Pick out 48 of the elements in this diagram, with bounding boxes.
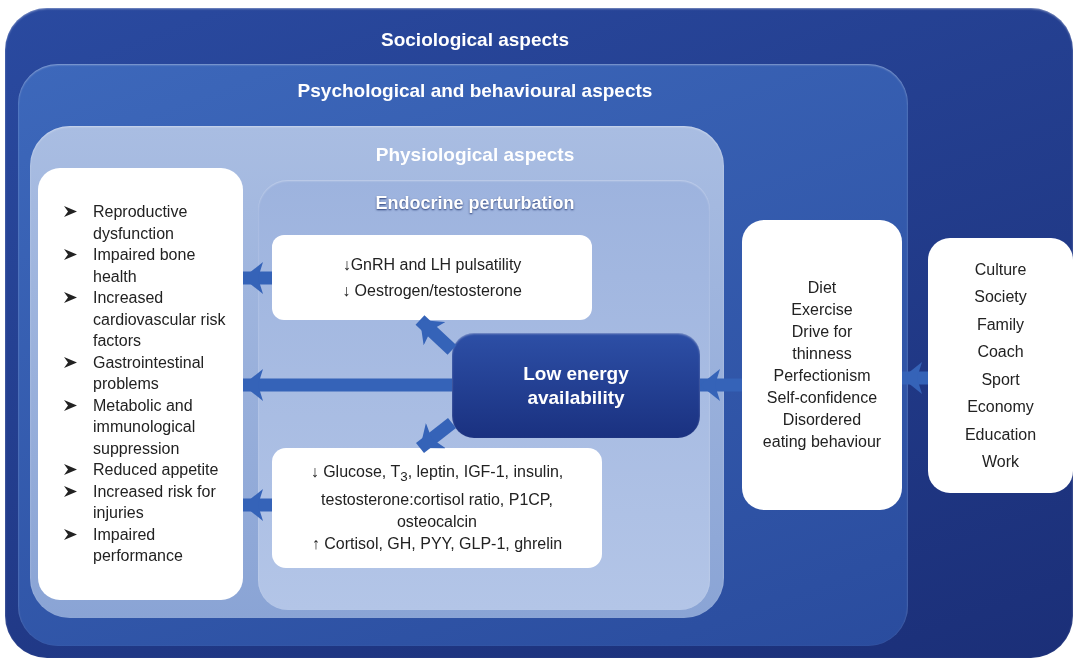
central-box xyxy=(452,333,700,438)
block-arrow xyxy=(700,369,742,401)
nested-panel xyxy=(18,64,908,646)
panel-title: Physiological aspects xyxy=(374,143,576,167)
block-arrow xyxy=(416,417,456,454)
list-item: Economy xyxy=(967,397,1034,417)
box-label: Low energy availability xyxy=(522,361,630,410)
list-item: Culture xyxy=(974,259,1027,280)
list-item: Work xyxy=(981,452,1019,472)
list-item: ↓ Oestrogen/testosterone xyxy=(342,280,522,301)
block-arrow xyxy=(243,262,272,294)
list-item: ↓ Glucose, T$_{3}$, leptin, IGF-1, insulin, testosterone:cortisol ratio, P1CP, osteocalcin xyxy=(309,462,565,532)
list-item: Increased cardiovascular risk factors xyxy=(93,288,227,352)
block-arrow xyxy=(415,315,457,355)
list-item: ↓GnRH and LH pulsatility xyxy=(342,254,522,275)
list-item: Impaired performance xyxy=(93,524,184,567)
text-box xyxy=(272,235,592,320)
block-arrow xyxy=(902,362,928,394)
list-item: Disordered eating behaviour xyxy=(761,410,883,452)
list-item: Society xyxy=(974,287,1027,307)
outer-panel xyxy=(5,8,1073,658)
block-arrow xyxy=(243,369,452,401)
list-item: Perfectionism xyxy=(773,366,871,386)
list-item: Family xyxy=(976,314,1025,335)
list-item: Reproductive dysfunction xyxy=(93,202,189,244)
list-item: Exercise xyxy=(791,300,853,320)
panel-title: Sociological aspects xyxy=(380,28,570,52)
list-item: Sport xyxy=(981,369,1020,390)
list-card xyxy=(928,238,1073,493)
text-box xyxy=(272,448,602,568)
nested-panel xyxy=(258,180,710,610)
nested-panel xyxy=(30,126,724,618)
panel-title: Psychological and behavioural aspects xyxy=(296,79,654,103)
panel-title: Endocrine perturbation xyxy=(374,192,576,215)
list-item: ↑ Cortisol, GH, PYY, GLP-1, ghrelin xyxy=(311,533,563,554)
list-item: Impaired bone health xyxy=(93,245,197,287)
block-arrow xyxy=(243,489,272,521)
list-item: Increased risk for injuries xyxy=(93,481,217,524)
list-item: Diet xyxy=(807,278,837,298)
list-item: Self-confidence xyxy=(766,388,878,408)
list-item: Education xyxy=(964,424,1037,445)
list-card xyxy=(38,168,243,600)
list-item: Coach xyxy=(977,342,1024,362)
list-item: Gastrointestinal problems xyxy=(93,352,206,395)
list-item: Reduced appetite xyxy=(93,460,219,481)
list-card xyxy=(742,220,902,510)
list-item: Metabolic and immunological suppression xyxy=(93,395,197,459)
list-item: Drive for thinness xyxy=(790,322,854,364)
